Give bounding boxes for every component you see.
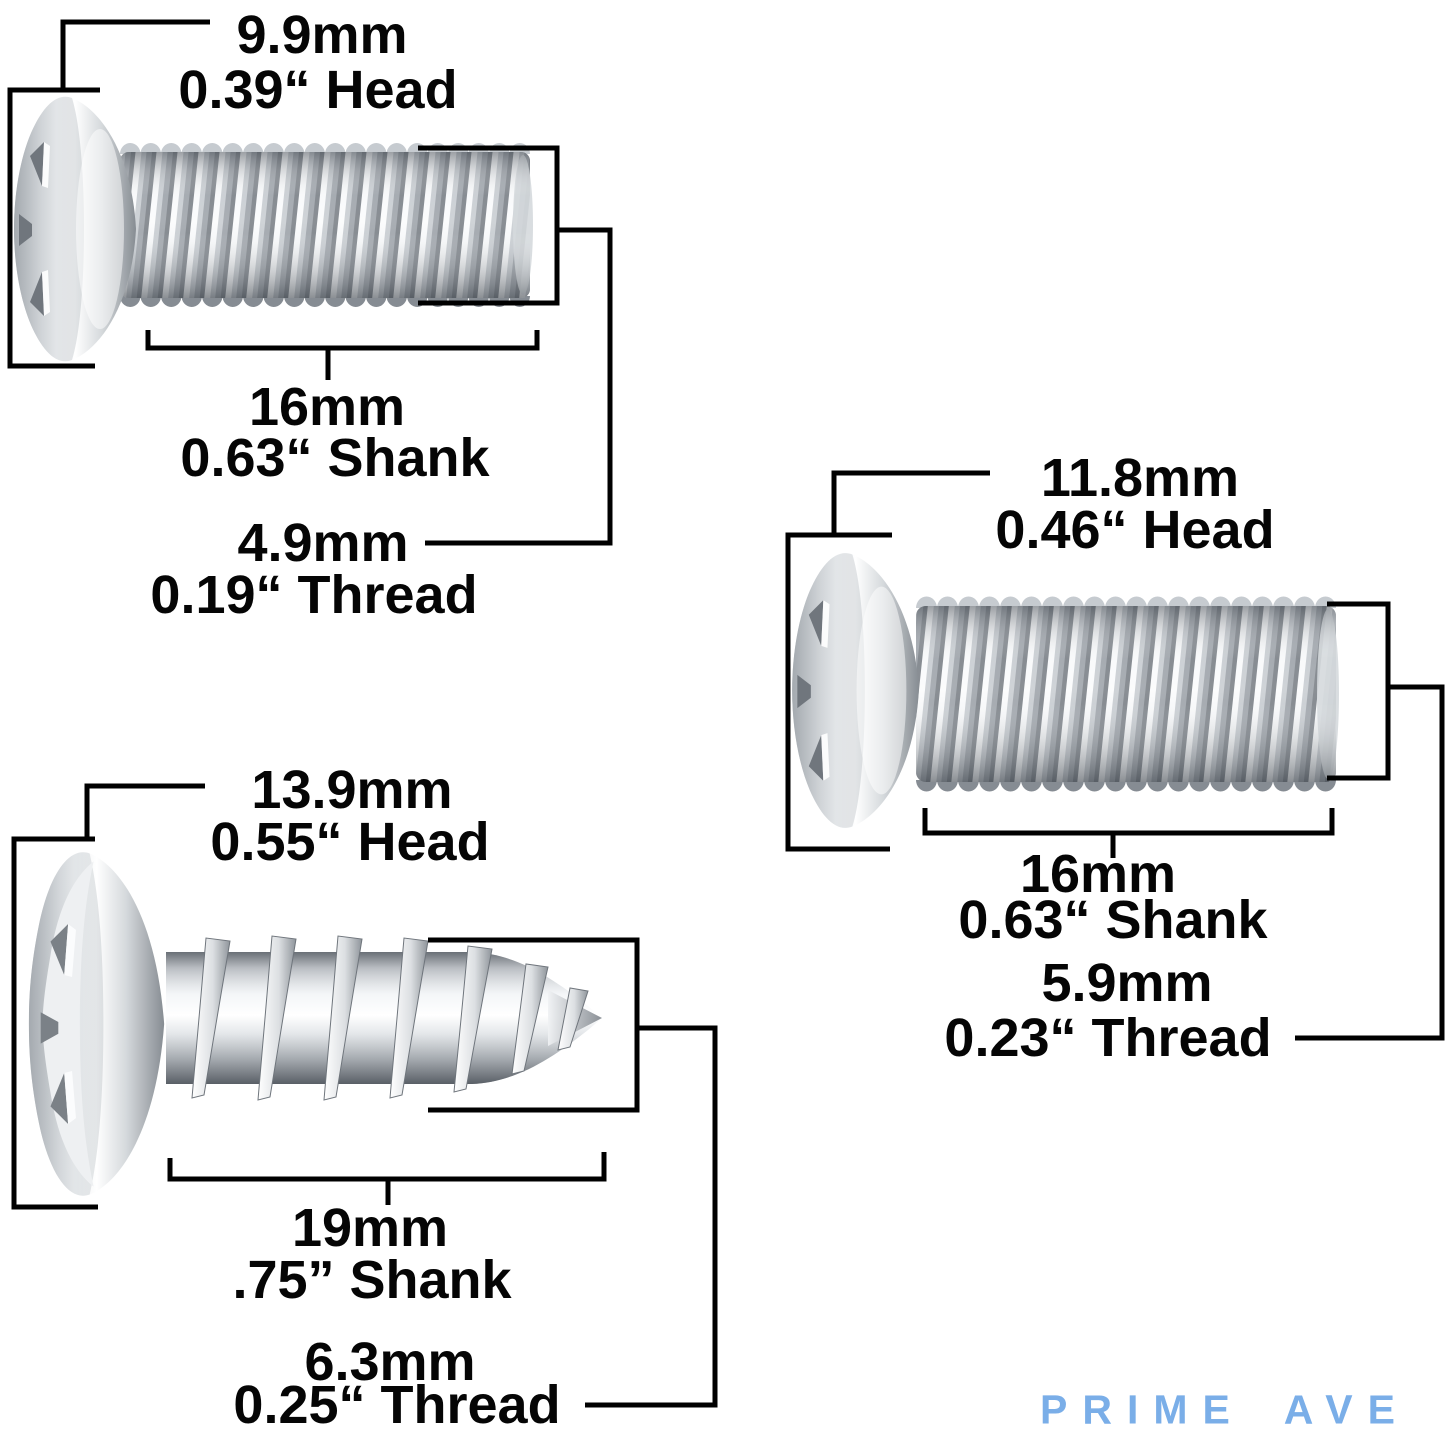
screw1-shank-mm-label: 16mm xyxy=(248,377,406,437)
screw2-shank-bracket xyxy=(922,808,1335,836)
screw3-thread-callout-line xyxy=(585,1025,718,1408)
thread-blade xyxy=(257,935,297,1101)
screw1-head-mm-label: 9.9mm xyxy=(236,5,408,65)
shank-shading xyxy=(120,152,530,298)
screw3-shank-bracket xyxy=(167,1152,607,1182)
brand-logo: PRIME AVE xyxy=(1040,1386,1410,1433)
screw2-head-callout-line xyxy=(831,470,990,535)
screw3-thread-bracket xyxy=(428,937,640,1113)
screw2-thread-bracket xyxy=(1327,601,1391,781)
screw2-shank-mm-label: 16mm xyxy=(1019,844,1177,904)
pan-head xyxy=(14,96,136,362)
thread-blade xyxy=(191,937,231,1099)
screw2-shank-in-label: 0.63“ Shank xyxy=(958,890,1268,950)
screw1-thread-callout-line xyxy=(425,227,613,546)
screw2-head-in-label: 0.46“ Head xyxy=(995,500,1275,560)
machine-screw-large xyxy=(792,553,1339,828)
screw1-head-bracket xyxy=(7,87,100,369)
thread-blade xyxy=(511,963,549,1075)
screw3-shank-in-label: .75” Shank xyxy=(232,1250,512,1310)
pan-head xyxy=(792,553,919,828)
screw2-head-bracket xyxy=(785,532,892,852)
screw1-head-callout-line xyxy=(60,19,210,90)
truss-head xyxy=(28,852,165,1196)
screw1-shank-in-label: 0.63“ Shank xyxy=(180,428,490,488)
machine-screw-small xyxy=(14,96,533,362)
screw1-thread-in-label: 0.19“ Thread xyxy=(150,565,478,625)
screw3-head-mm-label: 13.9mm xyxy=(251,760,453,820)
screw1-shank-bracket xyxy=(145,330,540,351)
screw2-head-mm-label: 11.8mm xyxy=(1040,448,1240,508)
screw3-head-callout-line xyxy=(84,783,205,839)
screw2-thread-in-label: 0.23“ Thread xyxy=(944,1008,1272,1068)
thread-blade xyxy=(557,987,589,1051)
screw3-head-bracket xyxy=(11,836,98,1210)
screw1-thread-bracket xyxy=(418,145,560,306)
thread-blade xyxy=(453,945,493,1093)
screw1-thread-mm-label: 4.9mm xyxy=(237,513,409,573)
screw3-head-in-label: 0.55“ Head xyxy=(210,812,490,872)
dimension-lines xyxy=(7,19,1445,1408)
self-tapping-screw xyxy=(28,852,602,1196)
shank-shading xyxy=(916,606,1336,782)
screw1-head-in-label: 0.39“ Head xyxy=(178,60,458,120)
screw3-thread-in-label: 0.25“ Thread xyxy=(233,1375,561,1435)
screw2-thread-mm-label: 5.9mm xyxy=(1041,953,1213,1013)
screw2-thread-callout-line xyxy=(1295,684,1445,1041)
screw3-shank-mm-label: 19mm xyxy=(291,1198,449,1258)
thread-blade xyxy=(323,935,363,1101)
screw3-thread-mm-label: 6.3mm xyxy=(304,1332,476,1392)
